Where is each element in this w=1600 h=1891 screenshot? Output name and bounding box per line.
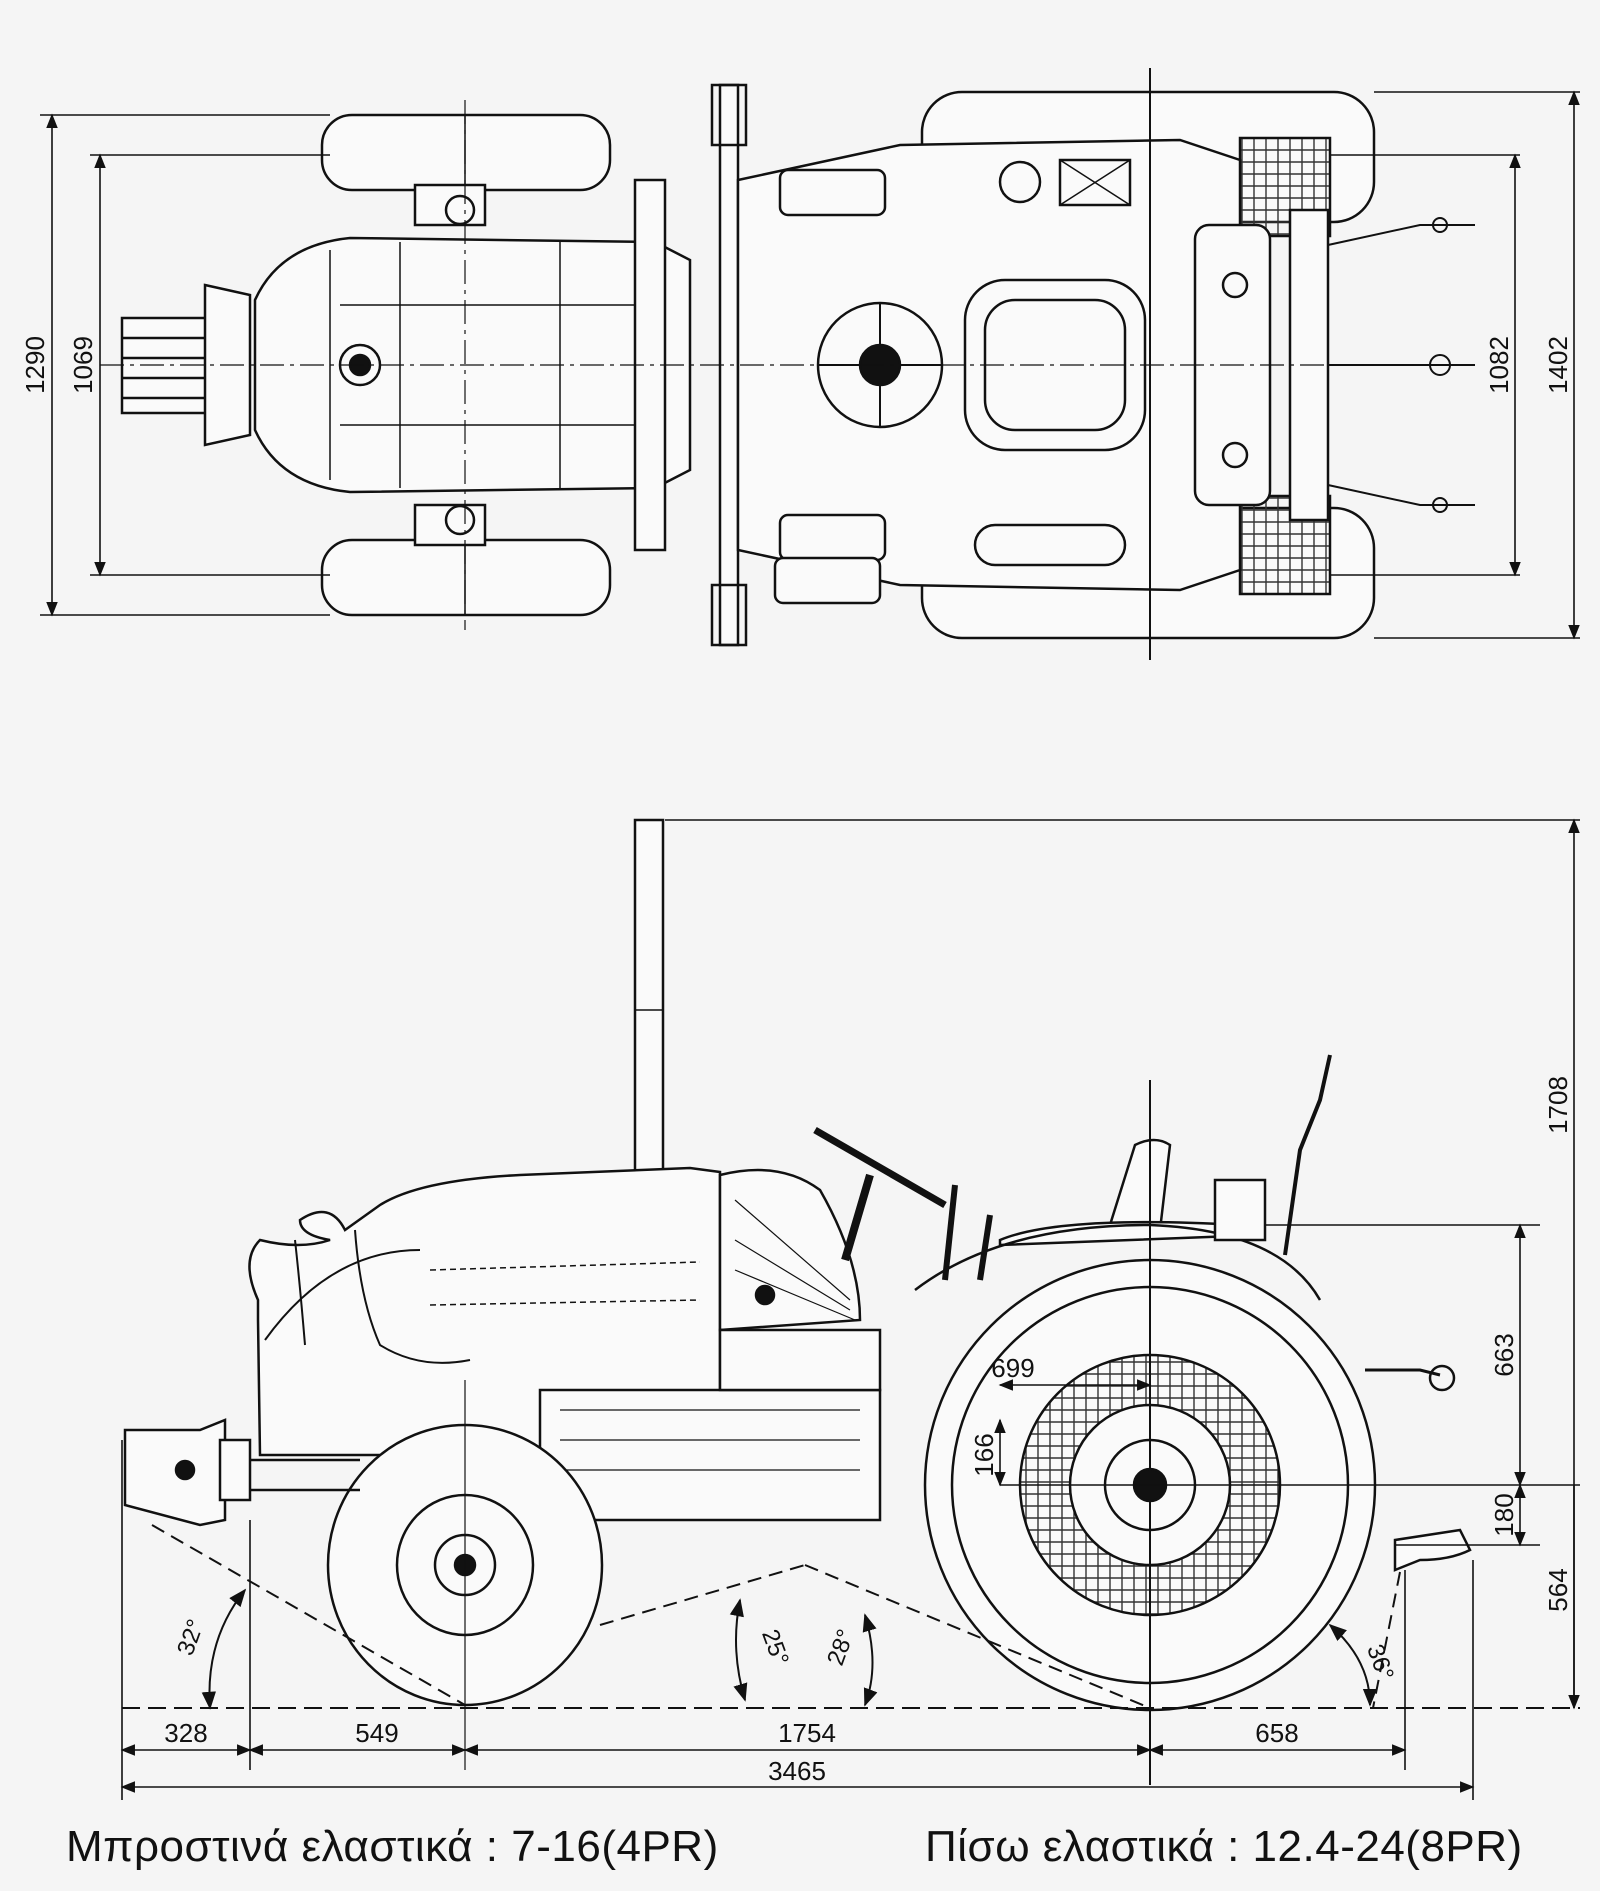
hood-side [248,1166,722,1457]
dim-front-overhang: 328 [164,1718,207,1748]
dim-wheel-radius: 699 [991,1353,1034,1383]
dim-outer-rear-width: 1402 [1543,336,1573,394]
front-tires-caption: Μπροστινά ελαστικά : 7-16(4PR) [66,1822,719,1871]
dim-wheelbase: 1754 [778,1718,836,1748]
angle-ramp-rear: 28° [822,1626,860,1669]
top-view [40,68,1580,660]
dim-hitch-to-seat: 663 [1489,1333,1519,1376]
angle-approach: 32° [172,1616,210,1659]
dim-inner-front-width: 1069 [68,336,98,394]
dim-axle-offset: 166 [969,1433,999,1476]
dim-rear-overhang: 658 [1255,1718,1298,1748]
angle-ramp-front: 25° [756,1626,794,1669]
dim-inner-rear-width: 1082 [1484,336,1514,394]
steering-column [813,1126,993,1281]
dim-outer-front-width: 1290 [20,336,50,394]
dim-front-to-axle: 549 [355,1718,398,1748]
rear-tires-caption: Πίσω ελαστικά : 12.4-24(8PR) [925,1822,1523,1871]
dim-total-height: 1708 [1543,1076,1573,1134]
front-right-wheel [320,538,612,617]
dim-drawbar-height: 180 [1489,1493,1519,1536]
angle-lines [151,1524,1401,1709]
front-left-wheel [320,113,612,192]
dim-ground-clearance: 564 [1543,1568,1573,1611]
side-view [120,818,1580,1800]
dim-total-length: 3465 [768,1756,826,1786]
